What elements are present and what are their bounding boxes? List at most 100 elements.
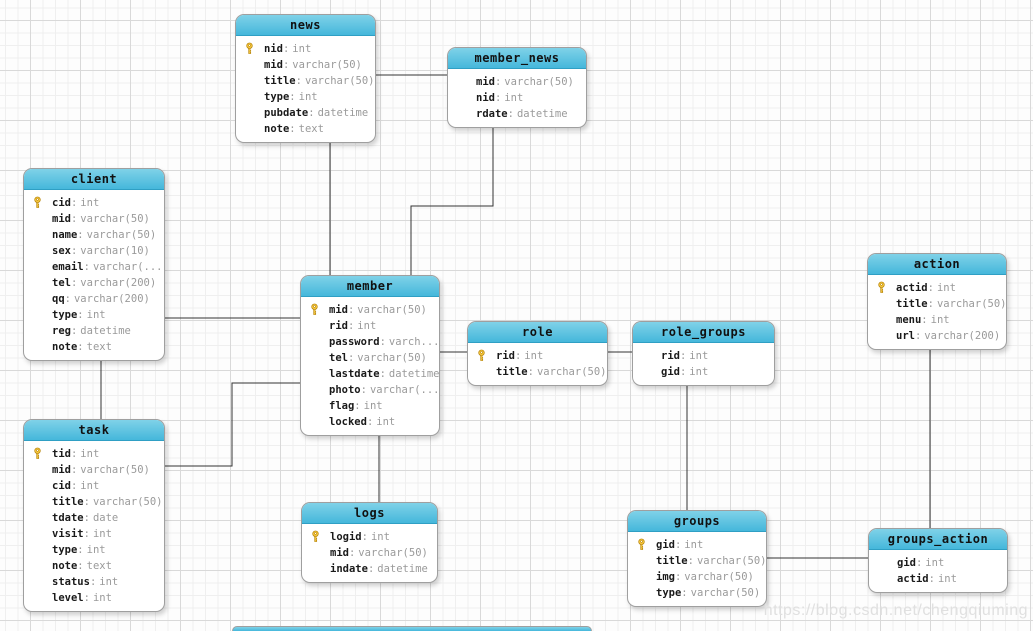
field-row-client-cid[interactable]: cid:int — [24, 195, 164, 211]
field-name: note — [264, 123, 290, 135]
field-row-task-note[interactable]: note:text — [24, 558, 164, 574]
field-row-action-actid[interactable]: actid:int — [868, 280, 1006, 296]
field-row-task-cid[interactable]: cid:int — [24, 478, 164, 494]
field-row-client-name[interactable]: name:varchar(50) — [24, 227, 164, 243]
field-row-member_news-mid[interactable]: mid:varchar(50) — [448, 74, 586, 90]
field-row-action-url[interactable]: url:varchar(200) — [868, 328, 1006, 344]
field-separator: : — [687, 555, 694, 567]
field-row-role-title[interactable]: title:varchar(50) — [468, 364, 607, 380]
field-row-member-mid[interactable]: mid:varchar(50) — [301, 302, 439, 318]
field-row-member_news-rdate[interactable]: rdate:datetime — [448, 106, 586, 122]
field-separator: : — [928, 573, 935, 585]
field-row-client-tel[interactable]: tel:varchar(200) — [24, 275, 164, 291]
field-row-news-nid[interactable]: nid:int — [236, 41, 375, 57]
field-row-news-note[interactable]: note:text — [236, 121, 375, 137]
field-row-member-tel[interactable]: tel:varchar(50) — [301, 350, 439, 366]
field-row-member_news-nid[interactable]: nid:int — [448, 90, 586, 106]
field-row-member-rid[interactable]: rid:int — [301, 318, 439, 334]
field-row-logs-logid[interactable]: logid:int — [302, 529, 437, 545]
relationship-member-task — [165, 382, 300, 467]
table-title-logs[interactable]: logs — [302, 503, 437, 524]
field-row-logs-mid[interactable]: mid:varchar(50) — [302, 545, 437, 561]
field-row-member-lastdate[interactable]: lastdate:datetime — [301, 366, 439, 382]
field-name: logid — [330, 531, 362, 543]
field-row-role-rid[interactable]: rid:int — [468, 348, 607, 364]
table-title-role[interactable]: role — [468, 322, 607, 343]
field-name: gid — [661, 366, 680, 378]
field-separator: : — [366, 416, 374, 428]
table-title-member_news[interactable]: member_news — [448, 48, 586, 69]
field-name: title — [496, 366, 528, 378]
field-row-news-title[interactable]: title:varchar(50) — [236, 73, 375, 89]
field-type: int — [298, 91, 318, 103]
field-row-groups-img[interactable]: img:varchar(50) — [628, 569, 766, 585]
field-row-groups-type[interactable]: type:varchar(50) — [628, 585, 766, 601]
field-name: type — [656, 587, 682, 599]
field-row-groups_action-actid[interactable]: actid:int — [869, 571, 1007, 587]
field-separator: : — [83, 261, 90, 273]
field-type: int — [376, 416, 396, 428]
field-row-task-level[interactable]: level:int — [24, 590, 164, 606]
field-row-groups-gid[interactable]: gid:int — [628, 537, 766, 553]
field-row-task-mid[interactable]: mid:varchar(50) — [24, 462, 164, 478]
field-separator: : — [289, 91, 296, 103]
field-row-action-title[interactable]: title:varchar(50) — [868, 296, 1006, 312]
table-title-task[interactable]: task — [24, 420, 164, 441]
field-separator: : — [347, 304, 355, 316]
field-row-groups_action-gid[interactable]: gid:int — [869, 555, 1007, 571]
field-row-client-mid[interactable]: mid:varchar(50) — [24, 211, 164, 227]
field-separator: : — [915, 557, 923, 569]
field-row-news-type[interactable]: type:int — [236, 89, 375, 105]
field-row-role_groups-rid[interactable]: rid:int — [633, 348, 774, 364]
table-title-client[interactable]: client — [24, 169, 164, 190]
field-row-client-type[interactable]: type:int — [24, 307, 164, 323]
field-row-task-tdate[interactable]: tdate:date — [24, 510, 164, 526]
field-row-role_groups-gid[interactable]: gid:int — [633, 364, 774, 380]
field-type: int — [292, 43, 312, 55]
field-row-news-mid[interactable]: mid:varchar(50) — [236, 57, 375, 73]
field-row-task-title[interactable]: title:varchar(50) — [24, 494, 164, 510]
field-row-member-locked[interactable]: locked:int — [301, 414, 439, 430]
table-title-news[interactable]: news — [236, 15, 375, 36]
field-row-client-qq[interactable]: qq:varchar(200) — [24, 291, 164, 307]
field-row-client-note[interactable]: note:text — [24, 339, 164, 355]
field-row-client-email[interactable]: email:varchar(... — [24, 259, 164, 275]
table-title-groups[interactable]: groups — [628, 511, 766, 532]
field-name: email — [52, 261, 84, 273]
field-row-task-visit[interactable]: visit:int — [24, 526, 164, 542]
table-title-groups_action[interactable]: groups_action — [869, 529, 1007, 550]
field-row-client-sex[interactable]: sex:varchar(10) — [24, 243, 164, 259]
field-row-news-pubdate[interactable]: pubdate:datetime — [236, 105, 375, 121]
field-row-member-password[interactable]: password:varch... — [301, 334, 439, 350]
field-type: text — [86, 560, 112, 572]
field-row-logs-indate[interactable]: indate:datetime — [302, 561, 437, 577]
field-row-task-status[interactable]: status:int — [24, 574, 164, 590]
field-row-groups-title[interactable]: title:varchar(50) — [628, 553, 766, 569]
field-row-member-flag[interactable]: flag:int — [301, 398, 439, 414]
field-row-action-menu[interactable]: menu:int — [868, 312, 1006, 328]
field-row-task-tid[interactable]: tid:int — [24, 446, 164, 462]
table-title-action[interactable]: action — [868, 254, 1006, 275]
field-row-client-reg[interactable]: reg:datetime — [24, 323, 164, 339]
table-title-role_groups[interactable]: role_groups — [633, 322, 774, 343]
field-type: int — [80, 197, 100, 209]
field-row-member-photo[interactable]: photo:varchar(... — [301, 382, 439, 398]
field-type: int — [92, 592, 112, 604]
field-row-task-type[interactable]: type:int — [24, 542, 164, 558]
table-title-member[interactable]: member — [301, 276, 439, 297]
